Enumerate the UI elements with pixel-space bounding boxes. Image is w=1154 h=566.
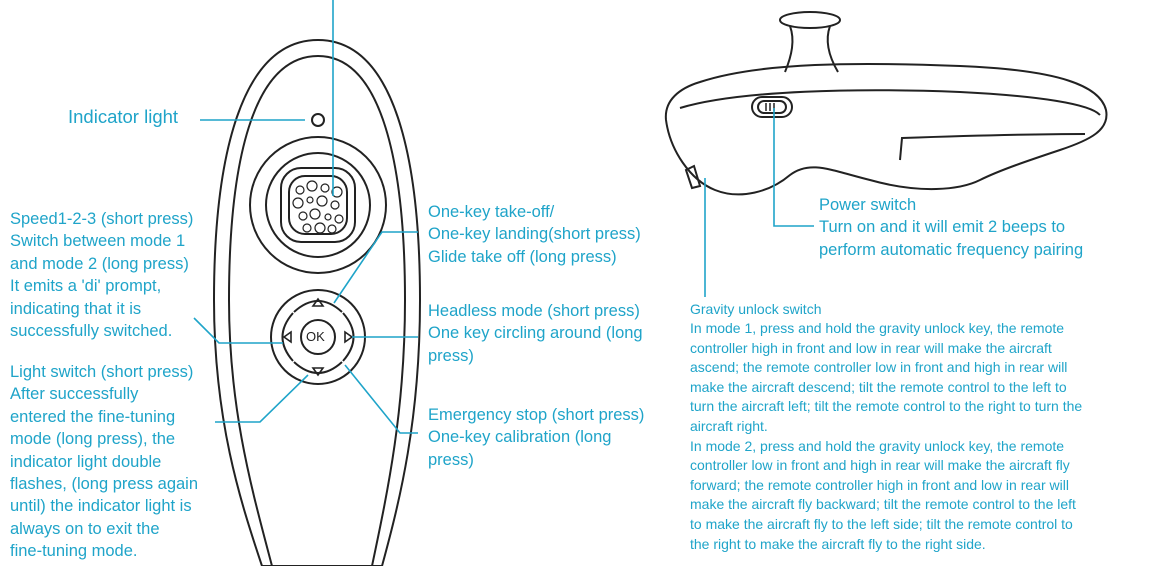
joystick-cap[interactable] xyxy=(280,167,356,243)
arrow-down-icon xyxy=(311,367,325,377)
leader-power-switch xyxy=(773,108,814,227)
side-joystick-stem xyxy=(784,25,839,73)
dpad-up-button[interactable] xyxy=(293,300,343,313)
dpad-arrows xyxy=(282,297,354,377)
remote-front-view xyxy=(212,38,422,566)
remote-side-view xyxy=(664,11,1108,196)
gravity-unlock-key[interactable] xyxy=(684,164,702,190)
leader-emergency xyxy=(344,364,418,434)
emergency-label: Emergency stop (short press) One-key cal… xyxy=(428,406,645,469)
dpad-down-button[interactable] xyxy=(293,361,343,374)
joystick-ring xyxy=(249,136,387,274)
ok-button-label[interactable]: OK xyxy=(306,329,325,344)
leader-light-switch xyxy=(215,374,309,423)
light-switch-label: Light switch (short press) After success… xyxy=(10,363,199,561)
power-switch-slider xyxy=(757,100,787,114)
arrow-up-icon xyxy=(311,297,325,307)
arrow-left-icon xyxy=(282,330,292,344)
power-switch-label: Power switch Turn on and it will emit 2 … xyxy=(819,196,1084,259)
side-grip-panel xyxy=(899,133,1086,161)
joystick-cap-inner xyxy=(288,175,348,235)
arrow-right-icon xyxy=(344,330,354,344)
ok-button-ring xyxy=(300,319,336,355)
speed-label: Speed1-2-3 (short press) Switch between … xyxy=(10,210,194,341)
side-body-outline xyxy=(664,62,1108,196)
dpad-left-button[interactable] xyxy=(281,312,294,362)
gravity-switch-title: Gravity unlock switch xyxy=(690,301,822,317)
headless-label: Headless mode (short press) One key circ… xyxy=(428,302,643,365)
takeoff-label: One-key take-off/ One-key landing(short … xyxy=(428,203,641,266)
leader-speed xyxy=(193,317,283,344)
joystick-texture xyxy=(292,180,344,234)
indicator-light-label: Indicator light xyxy=(68,106,179,127)
power-switch-body[interactable] xyxy=(751,96,793,118)
indicator-light-icon xyxy=(311,113,325,127)
remote-body-outline xyxy=(212,38,422,566)
leader-takeoff xyxy=(333,231,418,304)
gravity-switch-description: In mode 1, press and hold the gravity un… xyxy=(690,320,1083,552)
remote-panel-outline xyxy=(227,54,407,566)
power-switch-grip xyxy=(765,103,775,111)
side-joystick-cap xyxy=(779,11,841,29)
side-body-seam xyxy=(679,89,1101,116)
joystick-ring-inner xyxy=(265,152,371,258)
leader-lines xyxy=(193,0,814,434)
